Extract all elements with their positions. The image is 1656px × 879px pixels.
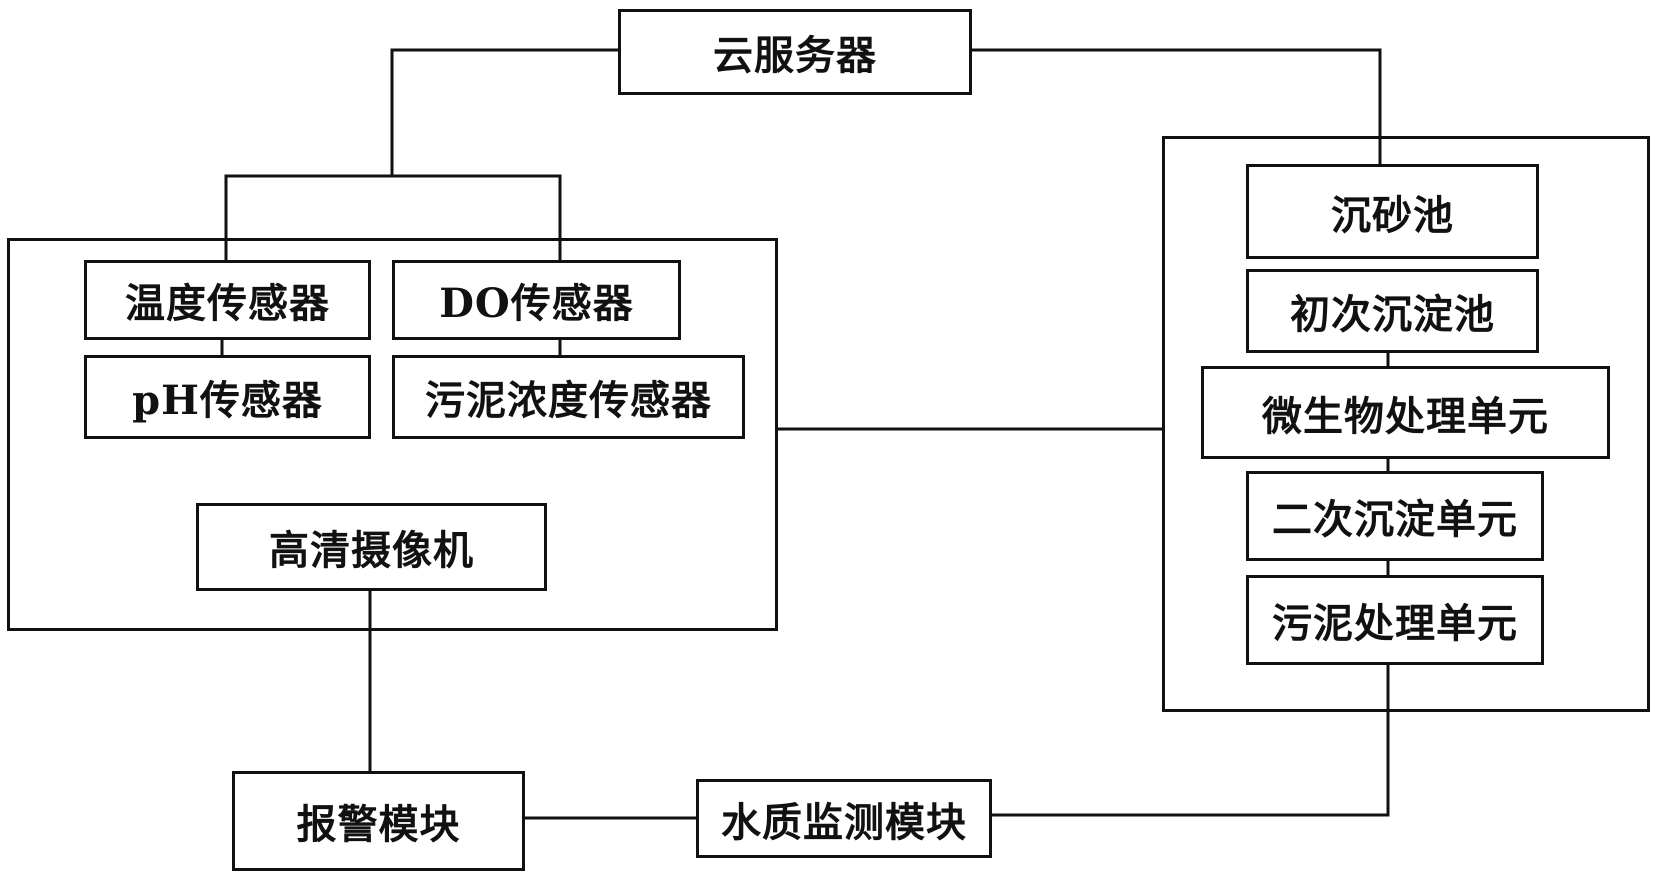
sludge-concentration-sensor-box: 污泥浓度传感器 bbox=[392, 355, 745, 439]
monitoring-group bbox=[7, 238, 778, 631]
temperature-sensor-box: 温度传感器 bbox=[84, 260, 371, 340]
connector-cloud-to-treatment bbox=[970, 48, 1382, 165]
hd-camera-box: 高清摄像机 bbox=[196, 503, 547, 591]
cloud-server-box: 云服务器 bbox=[618, 9, 972, 95]
connector-sensors-bracket bbox=[224, 174, 562, 201]
microbial-treatment-unit-box: 微生物处理单元 bbox=[1201, 366, 1610, 459]
ph-sensor-box: pH传感器 bbox=[84, 355, 371, 439]
sludge-treatment-unit-box: 污泥处理单元 bbox=[1246, 575, 1544, 665]
connector-sludge-to-monitoring bbox=[991, 664, 1390, 817]
grit-chamber-box: 沉砂池 bbox=[1246, 164, 1539, 259]
water-quality-monitoring-module-box: 水质监测模块 bbox=[696, 779, 992, 858]
secondary-sedimentation-unit-box: 二次沉淀单元 bbox=[1246, 471, 1544, 561]
connector-cloud-to-sensors bbox=[390, 48, 618, 176]
alarm-module-box: 报警模块 bbox=[232, 771, 525, 871]
do-sensor-box: DO传感器 bbox=[392, 260, 681, 340]
primary-sedimentation-tank-box: 初次沉淀池 bbox=[1246, 269, 1539, 353]
treatment-group bbox=[1162, 136, 1650, 712]
